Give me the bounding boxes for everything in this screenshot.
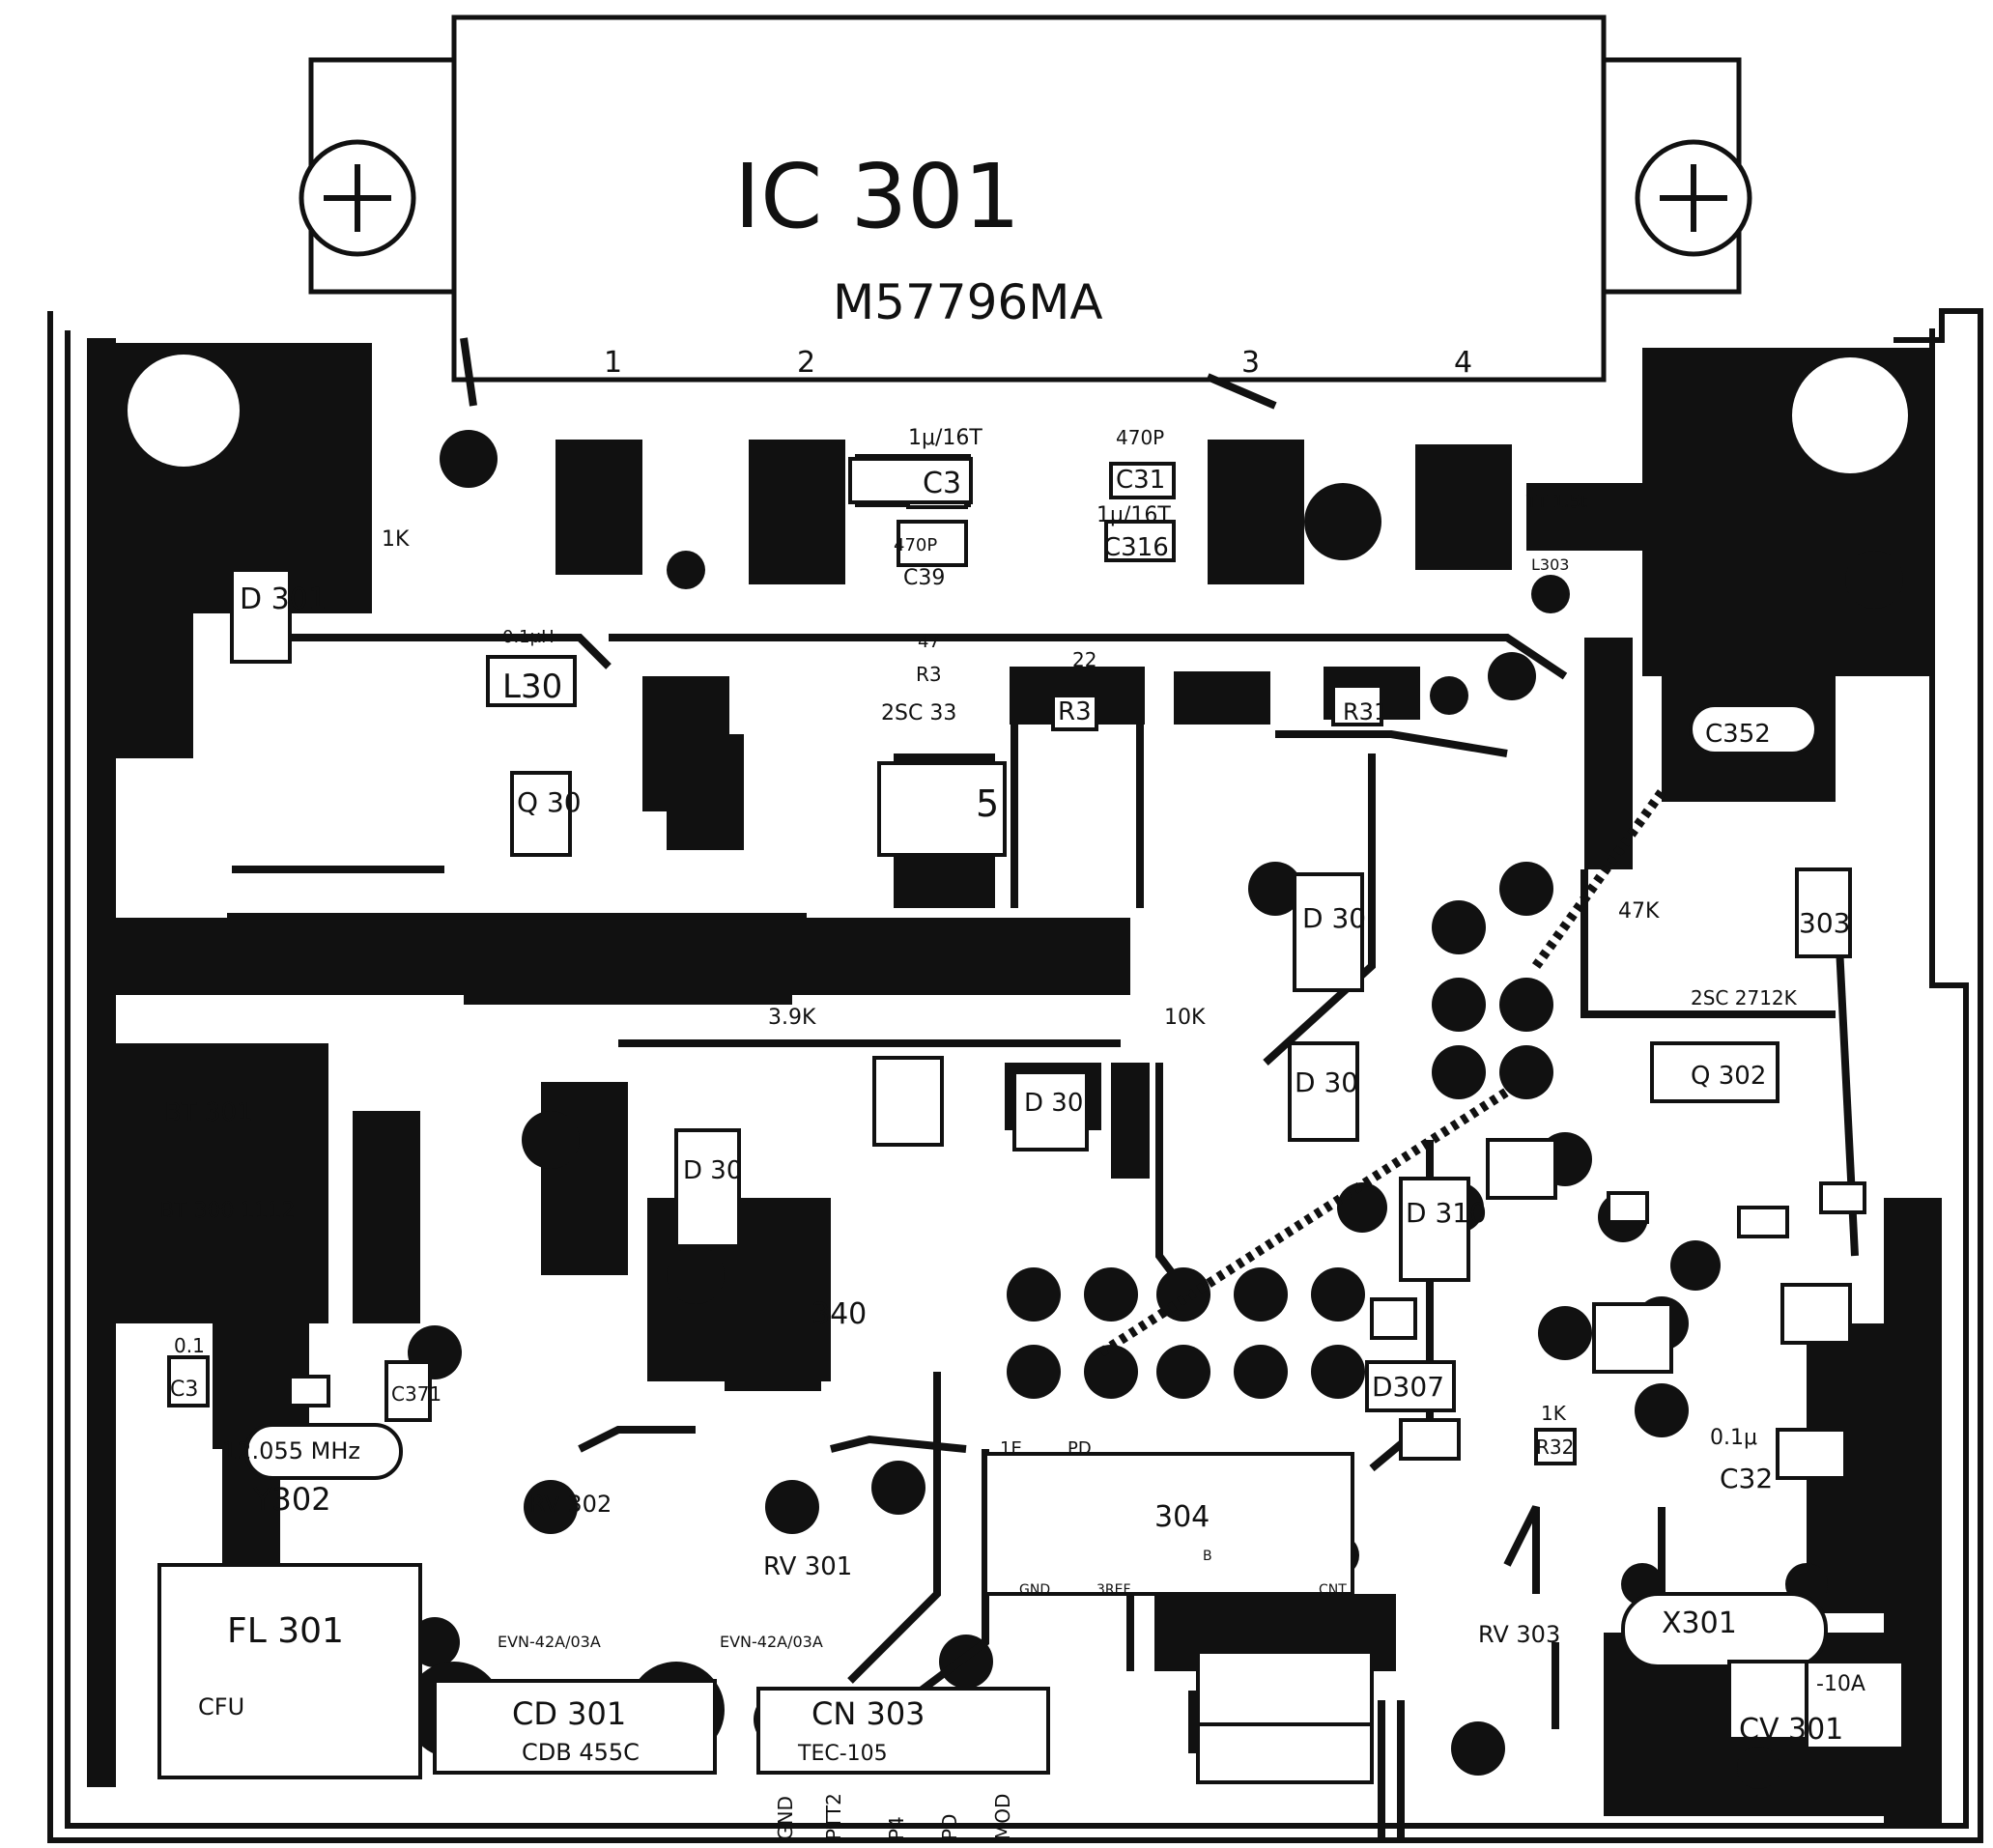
svg-text:0.1μ: 0.1μ (1710, 1426, 1757, 1450)
svg-text:340: 340 (811, 1297, 867, 1331)
svg-text:3.9K: 3.9K (768, 1006, 816, 1030)
ic-pin-numbers: 1 2 3 4 (604, 346, 1472, 380)
svg-text:47K: 47K (1618, 899, 1660, 924)
svg-text:C371: C371 (391, 1382, 441, 1406)
svg-text:L303: L303 (1531, 555, 1569, 574)
svg-text:RV 301: RV 301 (763, 1552, 852, 1581)
svg-text:D 30: D 30 (683, 1156, 742, 1185)
svg-text:470P: 470P (894, 535, 937, 555)
svg-text:C3: C3 (170, 1378, 198, 1402)
svg-text:-10A: -10A (1816, 1672, 1865, 1696)
connector-pin-labels: GND PTT2 P4 PD MOD (774, 1793, 1014, 1840)
svg-text:CNT: CNT (1319, 1582, 1347, 1598)
svg-text:C352: C352 (1705, 720, 1771, 749)
svg-text:C316: C316 (1103, 533, 1169, 562)
svg-text:CDB 455C: CDB 455C (522, 1739, 640, 1766)
svg-text:R32: R32 (1536, 1436, 1574, 1459)
svg-text:303: 303 (1799, 907, 1850, 939)
svg-text:1μ/16T: 1μ/16T (908, 426, 982, 450)
svg-text:D 30: D 30 (1302, 902, 1366, 934)
component-labels: 1μ/16T C3 470P C31 1μ/16T C316 470P C39 … (159, 426, 1865, 1766)
ic-part-label: M57796MA (833, 274, 1103, 330)
svg-text:BT 301: BT 301 (164, 1098, 253, 1127)
svg-text:Q 302: Q 302 (1691, 1062, 1766, 1091)
svg-text:PTT2: PTT2 (822, 1793, 845, 1840)
svg-text:C39: C39 (903, 566, 945, 590)
svg-text:5: 5 (976, 782, 999, 825)
svg-text:TT 1.5t: TT 1.5t (1525, 492, 1587, 512)
svg-text:GND: GND (1019, 1582, 1050, 1598)
svg-text:MOD: MOD (991, 1794, 1014, 1840)
svg-text:304: 304 (1154, 1500, 1210, 1534)
svg-text:D307: D307 (1372, 1371, 1444, 1403)
svg-text:1K: 1K (382, 527, 410, 552)
svg-text:3REF: 3REF (1096, 1582, 1131, 1598)
svg-text:1K: 1K (1541, 1402, 1567, 1425)
svg-text:TEC-105: TEC-105 (797, 1742, 888, 1766)
svg-text:12.055 MHz: 12.055 MHz (222, 1437, 360, 1464)
svg-text:FL 301: FL 301 (227, 1611, 344, 1651)
svg-text:CFU: CFU (198, 1693, 244, 1720)
svg-text:B: B (1203, 1549, 1212, 1564)
component-outlines (157, 457, 1905, 1784)
svg-text:BT 300 1112: BT 300 1112 (159, 1199, 296, 1223)
svg-text:D 310: D 310 (1406, 1197, 1487, 1229)
svg-text:C3: C3 (923, 467, 961, 500)
svg-text:L30: L30 (502, 668, 562, 706)
svg-text:RV 302: RV 302 (529, 1491, 612, 1518)
svg-text:1: 1 (604, 346, 622, 380)
svg-text:R3: R3 (916, 663, 942, 686)
ic-body (451, 14, 1607, 383)
svg-text:1E: 1E (1000, 1438, 1022, 1459)
svg-text:PD: PD (1068, 1438, 1092, 1459)
svg-text:10K: 10K (1164, 1006, 1206, 1030)
svg-text:CD 301: CD 301 (512, 1695, 626, 1732)
svg-text:D 301: D 301 (240, 583, 327, 616)
svg-text:4: 4 (1454, 346, 1472, 380)
mounting-hole (92, 343, 1932, 676)
svg-text:CV 301: CV 301 (1739, 1713, 1843, 1747)
svg-text:3: 3 (1241, 346, 1260, 380)
svg-text:R31: R31 (1343, 698, 1388, 725)
svg-text:EVN-42A/03A: EVN-42A/03A (498, 1633, 601, 1651)
svg-text:P4: P4 (885, 1816, 908, 1840)
svg-text:2SC 33: 2SC 33 (881, 701, 956, 725)
svg-text:C31: C31 (1116, 466, 1165, 495)
svg-text:470P: 470P (1116, 426, 1164, 449)
svg-text:CN 303: CN 303 (811, 1695, 925, 1732)
svg-text:RV 303: RV 303 (1478, 1621, 1560, 1648)
svg-text:PD: PD (938, 1814, 961, 1840)
screw-icon (324, 164, 1727, 232)
svg-text:X301: X301 (1662, 1606, 1737, 1640)
ic-ref-label: IC 301 (734, 145, 1020, 248)
svg-text:0.1μH: 0.1μH (502, 627, 555, 647)
svg-text:22: 22 (1072, 648, 1096, 671)
svg-text:Q 30: Q 30 (517, 786, 582, 818)
svg-text:GND: GND (774, 1796, 797, 1840)
svg-text:D 30: D 30 (1024, 1089, 1083, 1118)
svg-text:Y302: Y302 (252, 1481, 331, 1518)
svg-text:0.1: 0.1 (174, 1334, 205, 1357)
svg-text:R3: R3 (1058, 697, 1092, 726)
svg-text:1μ/16T: 1μ/16T (1096, 503, 1171, 527)
svg-text:D 30: D 30 (1295, 1066, 1358, 1098)
svg-text:EVN-42A/03A: EVN-42A/03A (720, 1633, 823, 1651)
svg-text:2: 2 (797, 346, 815, 380)
hatched-strip (1098, 789, 1666, 1357)
svg-text:C32: C32 (1720, 1463, 1773, 1494)
board-outline (47, 308, 1983, 1843)
svg-text:2SC 2712K: 2SC 2712K (1691, 986, 1798, 1009)
svg-text:47: 47 (918, 632, 940, 652)
